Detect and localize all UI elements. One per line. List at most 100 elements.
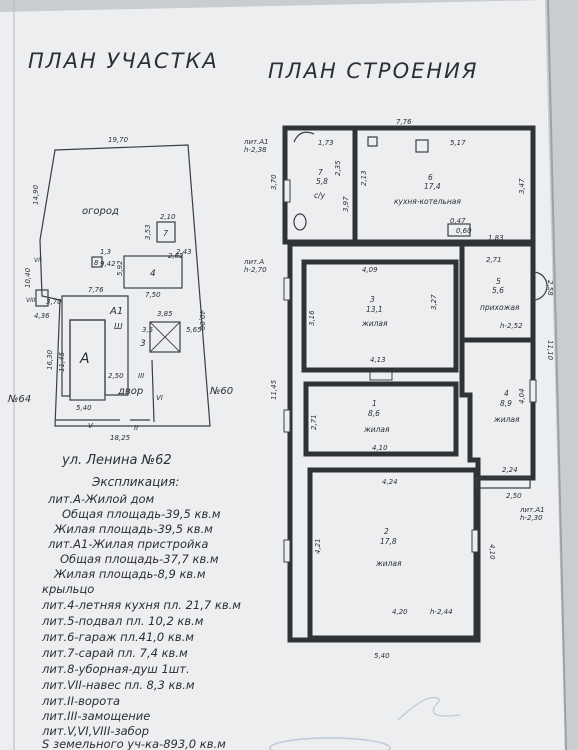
house-a1: [61, 295, 129, 397]
site-plan-title: ПЛАН УЧАСТКА: [28, 49, 219, 73]
room-1: 1 8,6 жилая: [363, 399, 390, 434]
room-name: прихожая: [480, 303, 520, 312]
building-lit4: [123, 255, 183, 289]
bld-dim-wc-h3: 2,13: [360, 170, 368, 186]
bld-dim-room3-top: 4,09: [362, 266, 378, 274]
lit-7-label: 7: [163, 229, 169, 238]
site-dim-lit3-left: 3,5: [142, 326, 154, 334]
fence-viii-label: VIII: [26, 297, 36, 304]
site-dim-right-b: 2,62: [168, 252, 184, 260]
room-number: 4: [504, 389, 509, 398]
litmark-a1-top-h: h-2,38: [244, 146, 267, 154]
room-number: 6: [428, 173, 433, 182]
litmark-a-mid: лит.А: [243, 258, 264, 266]
room-7: 7 5,8 с/у: [314, 168, 328, 200]
bld-dim-room3-bottom: 4,13: [370, 356, 386, 364]
paving-iii-label: III: [138, 372, 144, 380]
explication-line: лит.II-ворота: [41, 694, 120, 708]
explication-line: лит.VII-навес пл. 8,3 кв.м: [41, 678, 195, 692]
building-lit8: [91, 256, 103, 268]
fence-v-label: V: [88, 422, 94, 430]
bld-dim-kitchen-right: 3,47: [518, 178, 526, 194]
room-area: 5,8: [316, 177, 328, 186]
bld-dim-porch-bottom: 2,50: [506, 492, 522, 500]
site-dim-a-bottom: 5,40: [76, 404, 92, 412]
building-plan: 7,76 3,70 11,45 5,40 11,10 4,04 2,24 2,5…: [243, 118, 554, 660]
site-dim-lit3-top: 3,85: [157, 310, 173, 318]
shed-vii: [35, 289, 49, 307]
porch-bay: [532, 271, 548, 301]
site-dim-lit3-right: 5,65: [186, 326, 202, 334]
room2-walls: [307, 467, 479, 641]
porch: [475, 477, 531, 489]
site-dim-a-inner: 2,50: [108, 372, 124, 380]
stove-icon: [367, 136, 378, 147]
explication-line: лит.8-уборная-душ 1шт.: [41, 662, 190, 676]
room-name: жилая: [363, 425, 390, 434]
explication-line: S земельного уч-ка-893,0 кв.м: [42, 737, 226, 750]
bld-dim-room3-left: 3,16: [308, 310, 316, 326]
building-lit7: [156, 221, 176, 243]
room-area: 17,8: [380, 537, 397, 546]
shower-icon: [293, 131, 315, 143]
site-dim-lit4-right: 2,43: [176, 248, 192, 256]
toilet-icon: [293, 213, 307, 231]
explication-line: лит.А-Жилой дом: [47, 492, 155, 506]
neighbor-left: №64: [7, 394, 31, 405]
lit-a1-label: А1: [109, 306, 123, 317]
litmark-a1-bottom: лит.А1: [519, 506, 545, 514]
bld-dim-room2-bottom: 4,20: [392, 608, 408, 616]
bld-dim-room3-right: 3,27: [430, 294, 438, 310]
room-name: с/у: [314, 191, 326, 200]
explication-line: Общая площадь-39,5 кв.м: [62, 507, 221, 521]
site-dim-lit4-top: 7,50: [145, 291, 161, 299]
site-dim-right: 40,00: [198, 310, 206, 331]
room-name: жилая: [375, 559, 402, 568]
room-number: 7: [318, 168, 323, 177]
bld-dim-room5-top: 2,71: [486, 256, 502, 264]
address: ул. Ленина №62: [61, 453, 172, 468]
explication-line: лит.V,VI,VIII-забор: [41, 724, 149, 738]
room-height: h-2,44: [430, 608, 453, 616]
explication-line: крыльцо: [42, 582, 94, 596]
litmark-a-mid-h: h-2,70: [244, 266, 267, 274]
explication-line: Жилая площадь-39,5 кв.м: [53, 522, 213, 536]
bld-dim-kitchen-top: 5,17: [450, 139, 466, 147]
extension-a1-right: [462, 241, 536, 481]
explication: ул. Ленина №62 Экспликация: лит.А-Жилой …: [41, 453, 241, 750]
building-plan-title: ПЛАН СТРОЕНИЯ: [268, 59, 478, 83]
room-number: 1: [372, 399, 377, 408]
room3-walls: [301, 259, 459, 373]
bld-dim-kitchen-corner2: 0,60: [456, 227, 472, 235]
lot-boundary: [39, 144, 211, 427]
bld-dim-room2-top: 4,24: [382, 478, 398, 486]
room-3: 3 13,1 жилая: [361, 295, 388, 328]
site-dim-vii-b: 4,36: [34, 312, 50, 320]
site-dim-left-lower: 10,40: [24, 267, 32, 288]
bld-dim-room5-right: 2,58: [546, 280, 554, 296]
bld-dim-room2-right: 4,10: [488, 544, 496, 560]
bld-dim-left-lower: 11,45: [270, 379, 278, 400]
site-dim-vii-a: 3,70: [46, 298, 62, 306]
lit-4-label: 4: [150, 269, 156, 279]
room-height: h-2,52: [500, 322, 523, 330]
explication-line: лит.6-гараж пл.41,0 кв.м: [41, 630, 194, 644]
stamp-mark: [269, 696, 461, 750]
bld-dim-kitchen-corner: 0,47: [450, 217, 466, 225]
site-dim-left-upper: 14,90: [32, 184, 40, 205]
explication-heading: Экспликация:: [91, 475, 179, 489]
explication-line: лит.7-сарай пл. 7,4 кв.м: [41, 646, 188, 660]
paper: [0, 0, 565, 750]
bld-dim-room4-bottom: 2,24: [502, 466, 518, 474]
garden-label: огород: [82, 206, 119, 217]
site-dim-left-a: 16,30: [46, 349, 54, 370]
yard-label: двор: [117, 386, 143, 397]
lit-3-label: 3: [140, 339, 146, 349]
bld-dim-top: 7,76: [396, 118, 412, 126]
room-4: 4 8,9 жилая: [493, 389, 520, 424]
site-dim-a-left: 11,45: [58, 351, 66, 372]
building-lit3: [149, 321, 181, 353]
room-area: 8,6: [368, 409, 380, 418]
bld-dim-wc-h: 2,35: [334, 160, 342, 176]
room-number: 2: [384, 527, 389, 536]
